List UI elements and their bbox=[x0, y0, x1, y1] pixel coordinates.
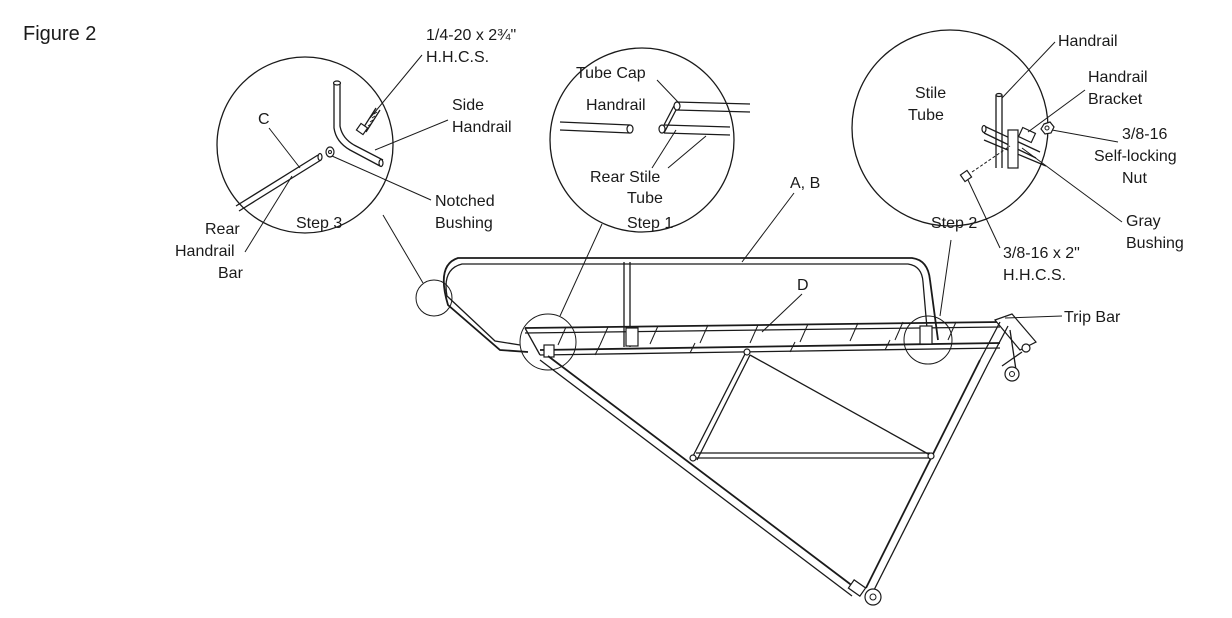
cross-braces bbox=[689, 348, 935, 462]
step1-connector bbox=[559, 223, 603, 317]
detail-circle-step2 bbox=[903, 315, 953, 365]
stile-tube-label-2: Tube bbox=[908, 107, 944, 124]
stile-tube-label-1: Stile bbox=[915, 85, 946, 102]
side-handrail-label-1: Side bbox=[452, 97, 484, 114]
hhcs-38-label-1: 3/8-16 x 2" bbox=[1003, 245, 1080, 262]
d-leader bbox=[761, 293, 803, 333]
gray-bushing-label-1: Gray bbox=[1126, 213, 1161, 230]
step3-connector bbox=[382, 214, 424, 284]
trip-bar-label: Trip Bar bbox=[1064, 309, 1121, 326]
handrail-bracket-label-1: Handrail bbox=[1088, 69, 1148, 86]
step1-label: Step 1 bbox=[627, 215, 673, 232]
rear-base bbox=[979, 313, 1037, 382]
nut-label-2: Self-locking bbox=[1094, 148, 1177, 165]
nut-label-3: Nut bbox=[1122, 170, 1147, 187]
rear-handrail-bar-label-2: Handrail bbox=[175, 243, 235, 260]
notched-bushing-label-2: Bushing bbox=[435, 215, 493, 232]
handrail-step1-label: Handrail bbox=[586, 97, 646, 114]
rear-handrail-bar-label-3: Bar bbox=[218, 265, 244, 282]
ab-leader bbox=[741, 192, 795, 263]
detail-circle-step3 bbox=[415, 279, 453, 317]
step1-detail: Tube Cap Handrail Rear Stile Tube Step 1 bbox=[549, 47, 751, 233]
rear-handrail-bar-label-1: Rear bbox=[205, 221, 240, 238]
front-wheel bbox=[847, 579, 882, 606]
trip-bar-leader bbox=[1004, 315, 1063, 319]
step3-detail: 1/4-20 x 2¾" H.H.C.S. C Side Handrail No… bbox=[175, 27, 516, 282]
part-d-label: D bbox=[797, 277, 809, 294]
stile-clamps bbox=[543, 325, 933, 358]
side-handrail-label-2: Handrail bbox=[452, 119, 512, 136]
gray-bushing-label-2: Bushing bbox=[1126, 235, 1184, 252]
handrail-step2-label: Handrail bbox=[1058, 33, 1118, 50]
figure-title: Figure 2 bbox=[23, 23, 96, 45]
handrail-bracket-label-2: Bracket bbox=[1088, 91, 1143, 108]
part-c-label: C bbox=[258, 111, 270, 128]
top-handrail bbox=[442, 257, 939, 353]
nut-label-1: 3/8-16 bbox=[1122, 126, 1167, 143]
front-wheel-icon bbox=[864, 588, 882, 606]
detail-circle-step1 bbox=[519, 313, 577, 371]
part-ab-label: A, B bbox=[790, 175, 820, 192]
rolling-ladder bbox=[382, 192, 1063, 606]
rear-stile-tube-label-2: Tube bbox=[627, 190, 663, 207]
notched-bushing-label-1: Notched bbox=[435, 193, 495, 210]
front-leg bbox=[539, 355, 989, 597]
rear-wheel-icon bbox=[1004, 366, 1020, 382]
tube-cap-label: Tube Cap bbox=[576, 65, 646, 82]
step2-connector bbox=[939, 239, 952, 317]
hhcs-quarter-label-1: 1/4-20 x 2¾" bbox=[426, 27, 516, 44]
hhcs-quarter-label-2: H.H.C.S. bbox=[426, 49, 489, 66]
step2-detail: Handrail Handrail Bracket Stile Tube 3/8… bbox=[851, 29, 1184, 284]
step2-label: Step 2 bbox=[931, 215, 977, 232]
step3-label: Step 3 bbox=[296, 215, 342, 232]
rear-stile-tube-label-1: Rear Stile bbox=[590, 169, 660, 186]
tread-teeth bbox=[557, 321, 957, 356]
hhcs-38-label-2: H.H.C.S. bbox=[1003, 267, 1066, 284]
